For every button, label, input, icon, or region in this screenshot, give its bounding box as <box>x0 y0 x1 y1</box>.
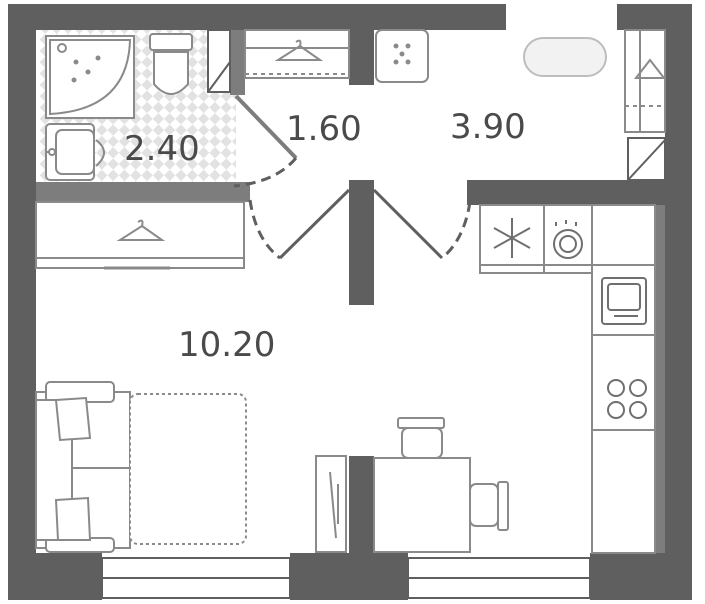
sofa-bed-icon <box>35 381 247 553</box>
living-room-area-label: 10.20 <box>178 325 275 365</box>
door-icon <box>248 188 472 260</box>
kitchen-units <box>479 204 656 554</box>
kitchen-sink-icon <box>601 277 647 325</box>
table-icon <box>373 457 471 553</box>
chair-icon <box>469 481 509 531</box>
windows <box>101 557 591 599</box>
hallway-wardrobe <box>244 29 350 79</box>
tv-stand-icon <box>315 455 347 553</box>
door-icon <box>233 94 298 188</box>
hanger-icon <box>116 219 166 241</box>
bathroom-area-label: 2.40 <box>124 129 200 169</box>
hanger-icon <box>274 39 324 61</box>
bathtub-icon <box>523 37 607 77</box>
hanger-icon <box>633 58 667 79</box>
walls <box>8 4 692 600</box>
fridge-snowflake-icon <box>493 218 531 258</box>
right-cabinet <box>627 137 666 181</box>
toilet-icon <box>149 33 193 95</box>
hallway-area-label: 1.60 <box>286 109 362 149</box>
fridge-icon <box>375 29 429 83</box>
washing-machine-icon <box>93 132 105 176</box>
hob-icon <box>607 379 647 419</box>
shower-icon <box>45 35 135 119</box>
kitchen-area-label: 3.90 <box>450 107 526 147</box>
hallway-cabinet <box>207 29 231 93</box>
dishwasher-icon <box>553 220 583 259</box>
chair-icon <box>397 417 445 459</box>
sink-icon <box>45 123 95 181</box>
right-wardrobe <box>624 29 667 133</box>
living-wardrobe <box>35 201 245 270</box>
tv-wall <box>349 456 374 553</box>
